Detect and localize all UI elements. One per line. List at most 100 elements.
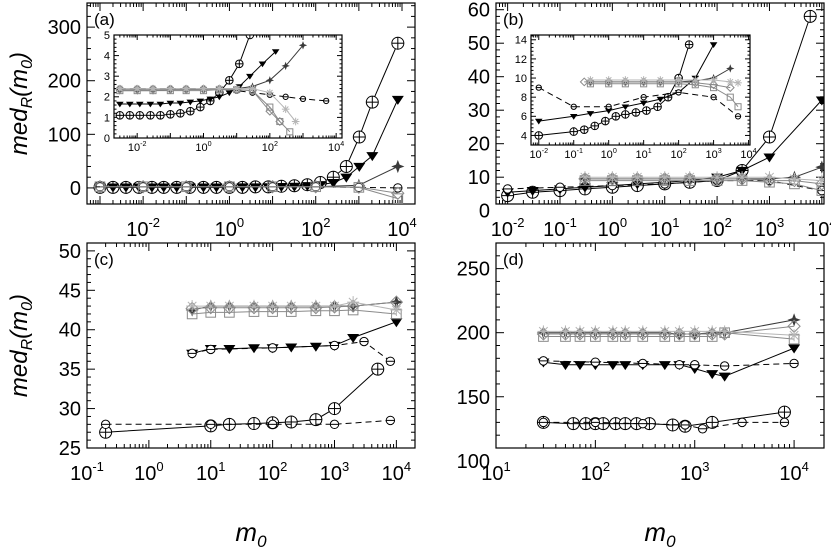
panel-label: (c) xyxy=(94,250,114,269)
data-point-s7-1 xyxy=(559,325,572,338)
data-point-s1-12 xyxy=(249,183,262,193)
data-point-s7-0 xyxy=(186,300,199,313)
marker-bar xyxy=(329,301,340,311)
series-7 xyxy=(186,296,403,317)
data-point-s0-7 xyxy=(186,106,195,116)
data-point-s1-14 xyxy=(275,183,288,193)
tick-exponent: 2 xyxy=(725,215,732,230)
y-tick-label: 2 xyxy=(104,92,110,104)
data-point-s4-7 xyxy=(392,193,404,204)
data-point-s6-7 xyxy=(658,327,672,341)
data-point-s7-8 xyxy=(673,325,686,338)
data-point-s7-9 xyxy=(390,304,403,317)
data-point-s5-5 xyxy=(655,77,665,87)
tick-exponent: 4 xyxy=(410,215,417,230)
marker-bar xyxy=(734,79,742,86)
marker-bar xyxy=(580,172,590,182)
data-point-s2-0 xyxy=(502,184,513,194)
x-tick-label: 104 xyxy=(387,215,416,241)
data-point-s6-4 xyxy=(606,327,620,341)
panel-label: (a) xyxy=(94,10,115,29)
x-tick-label: 104 xyxy=(740,147,756,161)
y-tick-label: 10 xyxy=(468,167,490,189)
ytitle-end: ) xyxy=(6,294,33,305)
data-point-s6-7 xyxy=(763,171,776,184)
data-point-s2-4 xyxy=(606,361,619,371)
marker-bar xyxy=(764,172,775,182)
data-point-s6-6 xyxy=(736,171,749,184)
data-point-s5-0 xyxy=(579,77,589,87)
x-axis-title: m0 xyxy=(644,517,676,550)
series-1 xyxy=(100,415,396,430)
y-tick-label: 30 xyxy=(59,399,81,421)
data-point-s1-0 xyxy=(534,118,543,125)
marker-bar xyxy=(640,76,647,83)
y-axis-title: medR(m0) xyxy=(6,294,36,397)
data-point-s6-2 xyxy=(621,76,630,84)
series-line xyxy=(590,83,739,108)
marker-bar xyxy=(675,76,682,83)
data-point-s5-2 xyxy=(179,179,193,194)
ytitle-main: med xyxy=(6,350,33,397)
marker-bar xyxy=(538,326,549,337)
data-point-s0-8 xyxy=(642,106,651,115)
data-point-s5-1 xyxy=(585,77,595,87)
tick-exponent: -1 xyxy=(92,459,104,474)
data-point-s1-10 xyxy=(215,94,224,101)
data-point-s6-8 xyxy=(248,84,257,93)
data-point-s0-0 xyxy=(115,111,125,120)
x-tick-label: 102 xyxy=(581,459,610,485)
x-tick-label: 101 xyxy=(650,215,679,241)
data-point-s1-7 xyxy=(186,99,195,106)
marker-bar xyxy=(575,326,585,337)
data-point-s0-5 xyxy=(611,112,621,121)
data-point-s1-11 xyxy=(815,96,824,106)
xtitle-main: m xyxy=(235,517,257,547)
tick-exponent: 2 xyxy=(683,147,687,155)
series-line xyxy=(105,419,391,425)
series-line xyxy=(192,301,397,309)
data-point-s5-10 xyxy=(275,117,285,127)
data-point-s2-11 xyxy=(298,41,308,50)
data-point-s5-7 xyxy=(762,173,777,188)
data-point-s6-7 xyxy=(709,76,718,84)
tick-exponent: 1 xyxy=(648,147,652,155)
tick-base: 10 xyxy=(740,149,752,161)
data-point-s6-3 xyxy=(588,327,603,341)
data-point-s2-2 xyxy=(223,345,236,355)
data-point-s4-8 xyxy=(726,93,734,101)
data-point-s1-11 xyxy=(225,90,234,97)
marker-bar xyxy=(710,76,717,83)
data-point-s1-0 xyxy=(538,417,549,428)
data-point-s1-6 xyxy=(176,100,185,107)
marker-bar xyxy=(789,174,800,184)
data-point-s1-4 xyxy=(145,183,158,193)
tick-exponent: 2 xyxy=(323,215,330,230)
series-1 xyxy=(534,42,718,125)
tick-exponent: 0 xyxy=(156,459,163,474)
data-point-s0-4 xyxy=(156,111,165,120)
marker-bar xyxy=(268,301,278,311)
x-tick-label: 104 xyxy=(807,215,831,241)
marker-bar xyxy=(187,301,197,311)
ytitle-sub2: 0 xyxy=(19,60,36,69)
data-point-s6-0 xyxy=(586,76,595,84)
data-point-s5-7 xyxy=(690,78,700,88)
data-point-s1-4 xyxy=(697,424,708,434)
data-point-s6-6 xyxy=(691,76,700,84)
series-line xyxy=(590,79,739,84)
data-point-s6-10 xyxy=(705,327,719,341)
data-point-s6-4 xyxy=(656,76,665,84)
data-point-s1-10 xyxy=(763,153,776,163)
x-tick-label: 10-1 xyxy=(70,459,104,485)
series-0 xyxy=(99,362,385,439)
marker-bar xyxy=(587,76,594,83)
y-tick-label: 10 xyxy=(515,73,527,85)
data-point-s1-2 xyxy=(638,418,648,429)
data-point-s5-7 xyxy=(391,186,405,200)
tick-exponent: 3 xyxy=(718,147,722,155)
axes-frame xyxy=(86,2,416,205)
data-point-s4-11 xyxy=(286,128,294,136)
